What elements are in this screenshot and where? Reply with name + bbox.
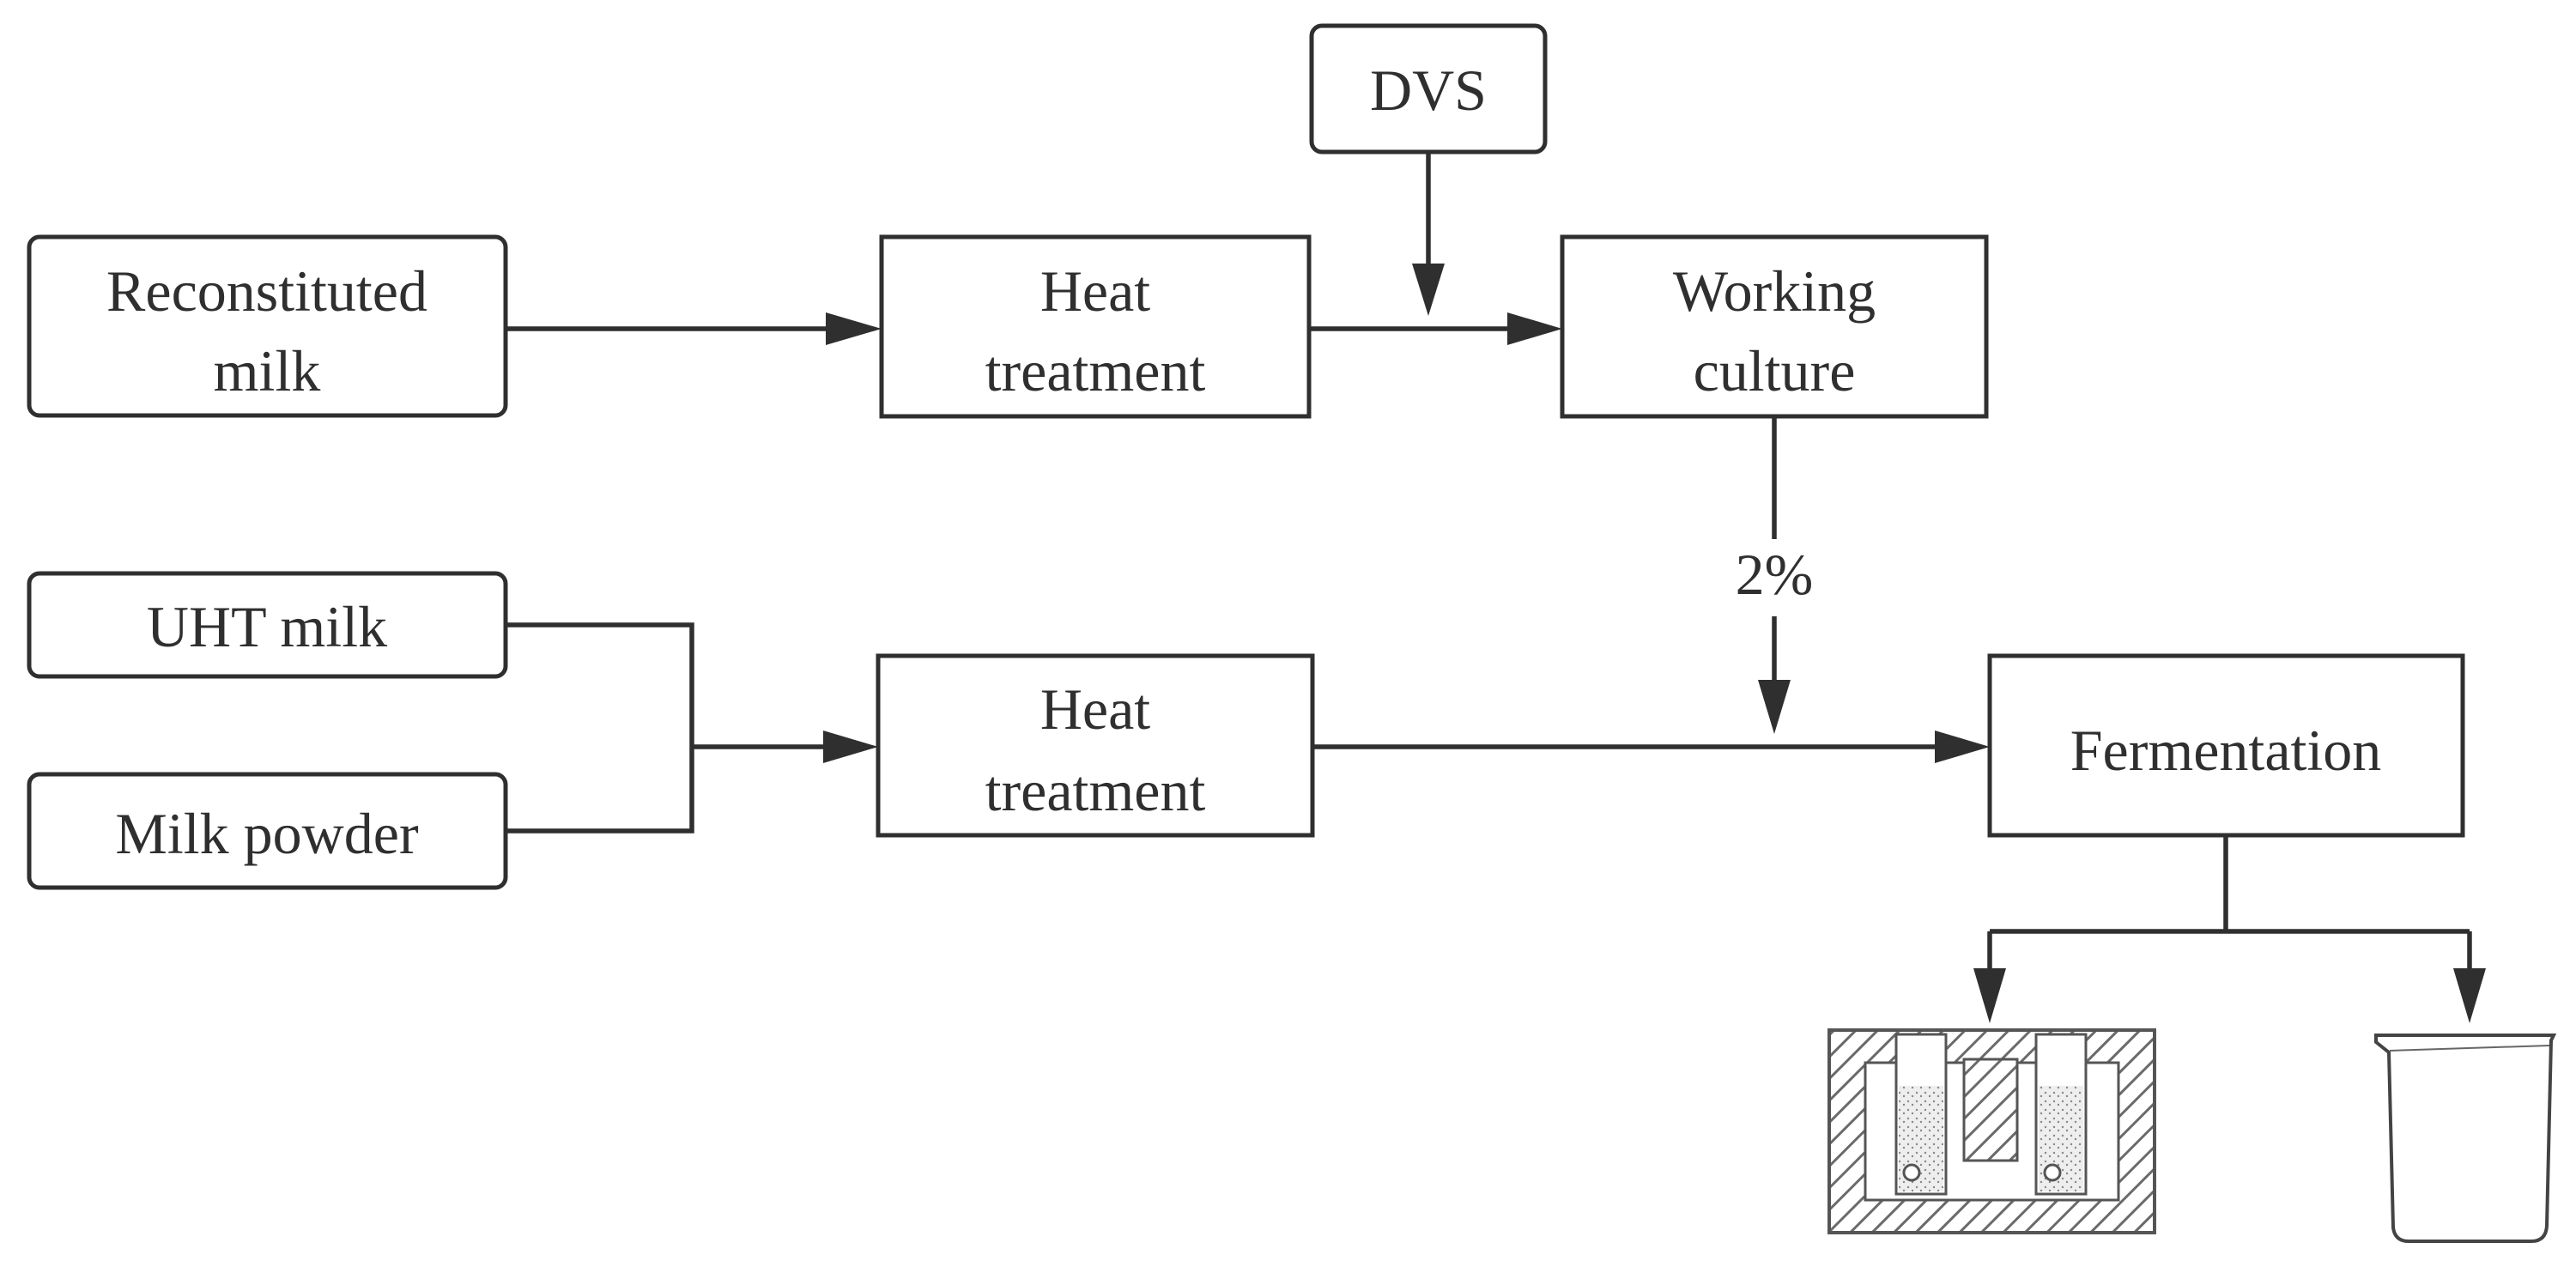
arrow-heat-to-fermentation bbox=[1312, 730, 1990, 763]
working-culture-box: Working culture bbox=[1560, 234, 1989, 419]
connector-uht-milk-powder bbox=[506, 622, 694, 834]
heat-treatment-bottom-label-line1: Heat bbox=[1040, 676, 1150, 742]
arrow-heat-to-working-culture bbox=[1309, 312, 1562, 345]
heat-treatment-top-label-line2: treatment bbox=[985, 338, 1206, 403]
heat-treatment-top-label-line1: Heat bbox=[1040, 258, 1150, 324]
dvs-box: DVS bbox=[1309, 23, 1548, 155]
working-culture-label-line2: culture bbox=[1694, 338, 1856, 403]
uht-milk-label: UHT milk bbox=[147, 594, 387, 659]
beaker-icon bbox=[2374, 1034, 2557, 1243]
heat-treatment-bottom-box: Heat treatment bbox=[876, 653, 1315, 838]
heat-treatment-bottom-label-line2: treatment bbox=[985, 758, 1206, 823]
reconstituted-milk-label-line1: Reconstituted bbox=[106, 258, 427, 324]
reconstituted-milk-label-line2: milk bbox=[214, 338, 321, 403]
arrow-working-culture-to-fermentation bbox=[1758, 416, 1791, 734]
fermentation-box: Fermentation bbox=[1987, 653, 2465, 838]
heat-treatment-top-box: Heat treatment bbox=[879, 234, 1312, 419]
water-bath-icon bbox=[1827, 1028, 2156, 1234]
arrow-merge-to-heat bbox=[692, 730, 878, 763]
fermentation-label: Fermentation bbox=[2070, 718, 2382, 783]
inoculum-percentage-label: 2% bbox=[1736, 542, 1814, 607]
reconstituted-milk-box: Reconstituted milk bbox=[27, 234, 508, 418]
dvs-label: DVS bbox=[1370, 58, 1487, 123]
milk-powder-box: Milk powder bbox=[27, 772, 508, 890]
arrow-reconstituted-to-heat bbox=[506, 312, 882, 345]
working-culture-label-line1: Working bbox=[1673, 258, 1876, 324]
uht-milk-box: UHT milk bbox=[27, 571, 508, 679]
milk-powder-label: Milk powder bbox=[115, 801, 419, 866]
arrow-dvs-down bbox=[1412, 152, 1445, 316]
fermentation-split-connector bbox=[1973, 835, 2486, 1023]
